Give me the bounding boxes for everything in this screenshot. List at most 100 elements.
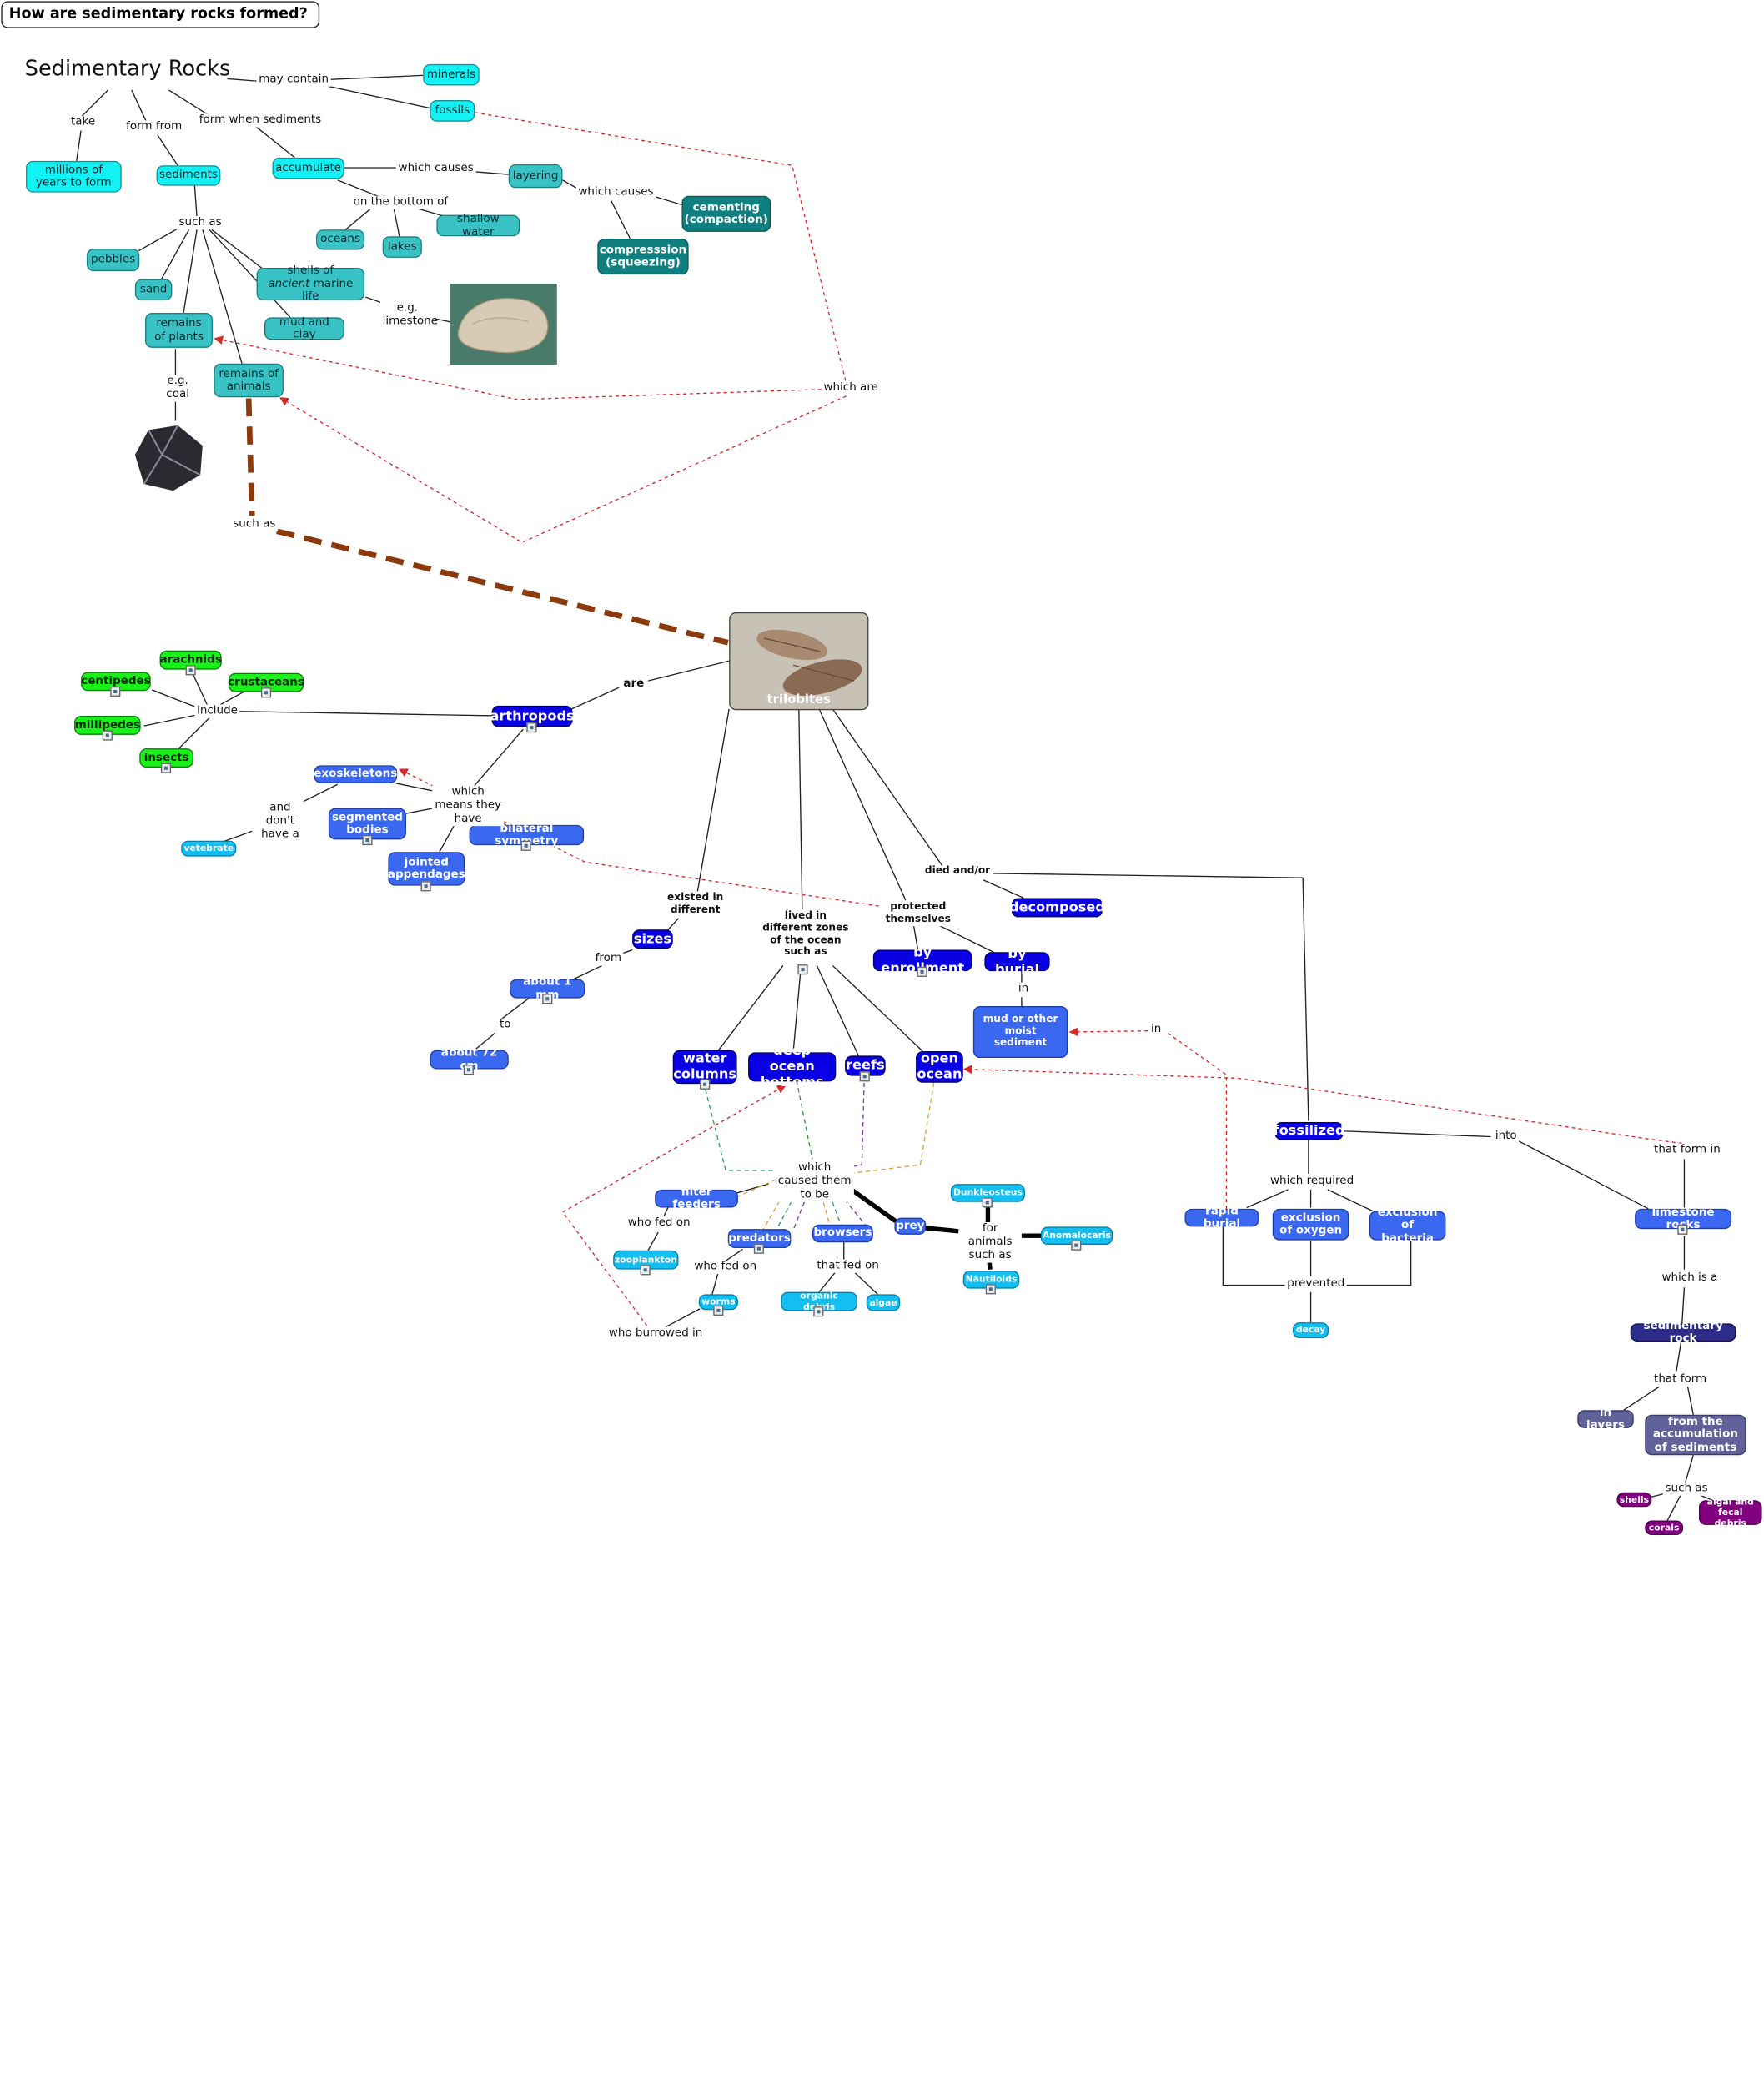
- node-zooplankton[interactable]: zooplankton: [613, 1250, 679, 1276]
- node-shells[interactable]: shells: [1616, 1492, 1652, 1508]
- node-filter-feeders[interactable]: filter feeders: [655, 1186, 738, 1211]
- node-water-columns[interactable]: water columns: [672, 1050, 737, 1090]
- node-exclusion-of-bacteria[interactable]: exclusion of bacteria: [1369, 1206, 1446, 1245]
- node-worms[interactable]: worms: [698, 1294, 738, 1316]
- node-millions-of-years[interactable]: millions of years to form: [26, 160, 122, 193]
- resource-icon[interactable]: [699, 1079, 710, 1090]
- node-shells-ancient-marine-life[interactable]: shells of ancient marine life: [256, 264, 365, 303]
- link-which-causes-2: which causes: [575, 185, 656, 199]
- node-corals[interactable]: corals: [1645, 1520, 1684, 1536]
- node-oceans[interactable]: oceans: [316, 229, 365, 250]
- node-rapid-burial[interactable]: rapid burial: [1184, 1205, 1259, 1230]
- link-in-1: in: [1016, 982, 1031, 996]
- resource-icon[interactable]: [160, 763, 172, 773]
- node-open-ocean[interactable]: open ocean: [916, 1050, 963, 1083]
- resource-icon[interactable]: [712, 1305, 723, 1316]
- node-browsers[interactable]: browsers: [812, 1224, 873, 1243]
- resource-icon[interactable]: [985, 1284, 996, 1295]
- node-millipedes[interactable]: millipedes: [74, 715, 141, 741]
- node-prey[interactable]: prey: [894, 1217, 927, 1235]
- node-about-72cm[interactable]: about 72 cm: [430, 1047, 509, 1075]
- node-by-burial[interactable]: by burial: [984, 945, 1050, 976]
- node-centipedes[interactable]: centipedes: [81, 672, 151, 697]
- node-nautiloids[interactable]: Nautiloids: [962, 1271, 1020, 1295]
- node-organic-debris[interactable]: organic debris: [781, 1291, 857, 1317]
- node-minerals[interactable]: minerals: [423, 63, 480, 86]
- resource-icon[interactable]: [982, 1197, 993, 1208]
- node-algae[interactable]: algae: [866, 1294, 901, 1311]
- node-sand[interactable]: sand: [134, 279, 173, 301]
- node-trilobites[interactable]: trilobites: [729, 612, 869, 711]
- link-eg-limestone: e.g. limestone: [379, 301, 438, 329]
- resource-icon[interactable]: [184, 665, 196, 676]
- node-predators[interactable]: predators: [727, 1229, 792, 1254]
- node-algal-fecal-debris[interactable]: algal and fecal debris: [1698, 1497, 1762, 1528]
- node-mud-and-clay[interactable]: mud and clay: [264, 315, 344, 341]
- node-arthropods[interactable]: arthropods: [490, 705, 575, 733]
- resource-icon[interactable]: [260, 687, 271, 698]
- node-dunkleosteus[interactable]: Dunkleosteus: [950, 1184, 1025, 1208]
- node-about-1mm[interactable]: about 1 mm: [510, 976, 585, 1004]
- image-icon[interactable]: [541, 994, 552, 1004]
- node-mud-or-other[interactable]: mud or other moist sediment: [972, 1006, 1068, 1059]
- resource-icon[interactable]: [753, 1243, 764, 1254]
- node-limestone-rocks[interactable]: limestone rocks: [1635, 1206, 1732, 1235]
- link-such-as-3: such as: [1662, 1482, 1711, 1496]
- trilobite-image: [756, 629, 862, 696]
- node-remains-of-plants[interactable]: remains of plants: [145, 313, 213, 348]
- resource-icon[interactable]: [102, 730, 113, 741]
- resource-icon[interactable]: [361, 834, 372, 846]
- node-remains-of-animals[interactable]: remains of animals: [214, 363, 284, 398]
- node-sediments[interactable]: sediments: [156, 165, 221, 186]
- link-eg-coal: e.g. coal: [160, 375, 195, 402]
- millipedes-label: millipedes: [74, 718, 140, 732]
- node-exoskeletons[interactable]: exoskeletons: [314, 765, 397, 783]
- node-bilateral-symmetry[interactable]: bilateral symmetry: [469, 822, 585, 851]
- node-compression[interactable]: compresssion (squeezing): [597, 238, 689, 275]
- node-decay[interactable]: decay: [1293, 1322, 1329, 1338]
- node-fossils[interactable]: fossils: [430, 100, 475, 122]
- node-reefs[interactable]: reefs: [845, 1055, 886, 1082]
- shells-ancient-word: ancient: [268, 277, 310, 290]
- node-decomposed[interactable]: decomposed: [1009, 898, 1105, 918]
- resource-icon[interactable]: [420, 881, 431, 892]
- link-into: into: [1493, 1130, 1520, 1144]
- resource-icon[interactable]: [640, 1265, 651, 1276]
- resource-icon[interactable]: [463, 1065, 474, 1075]
- resource-icon[interactable]: [526, 722, 537, 733]
- link-that-form: that form: [1651, 1372, 1709, 1387]
- node-from-accumulation[interactable]: from the accumulation of sediments: [1645, 1414, 1746, 1456]
- node-cementing[interactable]: cementing (compaction): [681, 195, 771, 232]
- resource-icon[interactable]: [917, 966, 927, 977]
- node-arachnids[interactable]: arachnids: [159, 650, 222, 676]
- resource-icon[interactable]: [1677, 1224, 1688, 1235]
- node-sizes[interactable]: sizes: [632, 929, 673, 949]
- resource-icon[interactable]: [110, 686, 121, 697]
- node-in-layers[interactable]: in layers: [1577, 1407, 1634, 1432]
- node-insects[interactable]: insects: [139, 748, 194, 773]
- resource-icon[interactable]: [1071, 1240, 1082, 1251]
- node-fossilized[interactable]: fossilized: [1274, 1121, 1345, 1140]
- resource-icon[interactable]: [813, 1306, 824, 1317]
- node-accumulate[interactable]: accumulate: [272, 157, 344, 179]
- node-vetebrate[interactable]: vetebrate: [181, 840, 237, 857]
- node-shallow-water[interactable]: shallow water: [436, 213, 520, 238]
- link-and-dont-have-a: and don't have a: [252, 801, 309, 843]
- node-jointed-appendages[interactable]: jointed appendages: [388, 852, 465, 892]
- node-anomalocaris[interactable]: Anomalocaris: [1040, 1226, 1113, 1251]
- node-sedimentary-rock[interactable]: sedimentary rock: [1630, 1320, 1736, 1345]
- node-layering[interactable]: layering: [508, 164, 563, 189]
- lived-resource-icon[interactable]: [797, 964, 808, 975]
- node-exclusion-of-oxygen[interactable]: exclusion of oxygen: [1272, 1208, 1349, 1241]
- node-crustaceans[interactable]: crustaceans: [228, 672, 304, 698]
- node-lakes[interactable]: lakes: [382, 236, 422, 258]
- node-segmented-bodies[interactable]: segmented bodies: [328, 808, 406, 846]
- link-form-from: form from: [123, 120, 184, 134]
- node-deep-ocean-bottoms[interactable]: deep ocean bottoms: [748, 1043, 837, 1090]
- node-pebbles[interactable]: pebbles: [86, 249, 140, 272]
- node-by-enrollment[interactable]: by enrollment: [872, 944, 972, 977]
- resource-icon[interactable]: [859, 1071, 870, 1082]
- link-take: take: [68, 115, 98, 130]
- shells-line-1: shells of: [287, 264, 334, 278]
- resource-icon[interactable]: [520, 840, 531, 851]
